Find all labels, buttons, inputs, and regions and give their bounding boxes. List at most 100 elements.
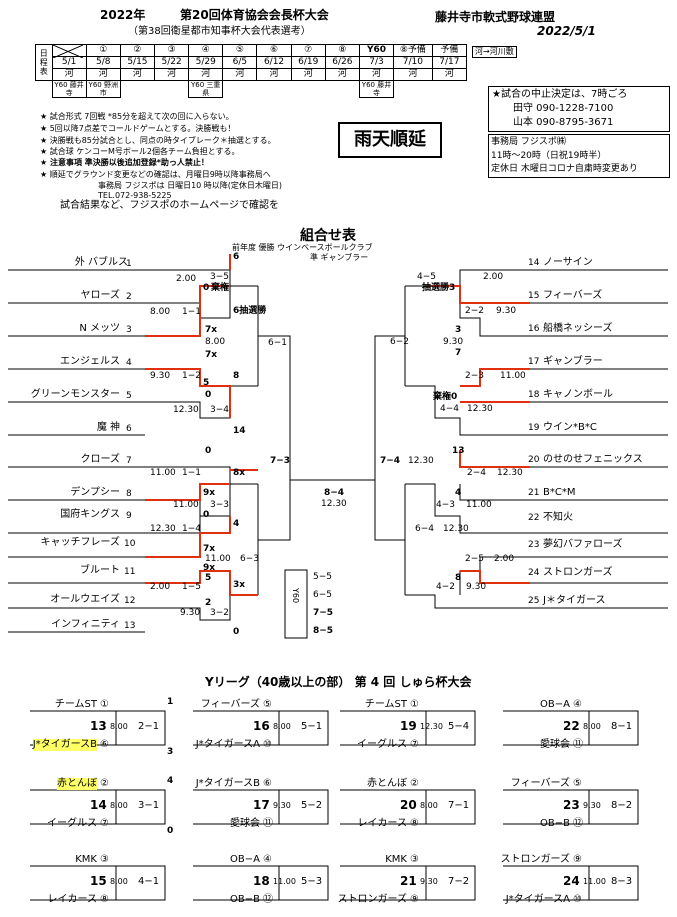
lbl-b5x: 3x — [233, 580, 246, 590]
page-subtitle: （第38回衛星都市知事杯大会代表選考） — [128, 26, 311, 37]
yleague-game-no: 19 — [400, 719, 417, 733]
schedule-crossed — [51, 44, 87, 58]
yleague-game-no: 18 — [253, 874, 270, 888]
yleague-team2: 愛球会 — [230, 818, 260, 829]
lbl-b4: 11.00 — [205, 554, 231, 564]
yleague-code2: ⑨ — [410, 894, 419, 905]
yleague-code2: ⑧ — [410, 818, 419, 829]
lbl-b3s: 1−4 — [182, 524, 201, 534]
lbl-r3: 2−3 — [465, 371, 484, 381]
yleague-team1: ストロンガーズ — [500, 854, 571, 865]
yleague-game-no: 13 — [90, 719, 107, 733]
yleague-code1: ① — [100, 699, 109, 710]
lbl-b6: 9.30 — [180, 608, 201, 618]
office-box: 事務局 フジスポ㈱ 11時〜20時（日祝19時半） 定休日 木曜日コロナ自粛時変… — [488, 134, 670, 178]
note-7: 事務局 フジスポは 日曜日10 時以降(定休日木曜日) — [98, 181, 283, 190]
lbl-r4v: 4−3 — [436, 500, 455, 510]
lbl-a3: 8.00 — [205, 337, 226, 347]
yleague-team2: 愛球会 — [540, 739, 570, 750]
team-21: B*C*M — [543, 487, 576, 498]
lbl-a1k: 棄権 — [211, 283, 230, 293]
lbl-r1t2: 9.30 — [496, 306, 517, 316]
yleague-time: 8.00 — [273, 722, 291, 731]
note-3: ★ 決勝戦も85分試合とし、同点の時タイブレーク＊抽選とする。 — [40, 136, 276, 145]
lbl-semi-right-time: 12.30 — [408, 456, 434, 466]
lbl-r2w: 3 — [455, 325, 462, 335]
date: 2022/5/1 — [537, 24, 596, 38]
yleague-score: 2−1 — [138, 721, 160, 732]
lbl-a1: 2.00 — [176, 274, 197, 284]
lbl-b2v: 0 — [203, 510, 210, 520]
team-22-no: 22 — [528, 513, 540, 523]
lbl-a2t: 6抽選勝 — [233, 306, 267, 316]
team-15: フィーバーズ — [543, 290, 603, 301]
lbl-b1: 11.00 — [150, 468, 176, 478]
team-18: キャノンボール — [543, 389, 613, 400]
team-17: ギャンブラー — [543, 356, 603, 367]
lbl-semi-right: 7−4 — [380, 456, 401, 466]
rain-postponed: 雨天順延 — [338, 122, 442, 158]
yleague-time: 8.00 — [583, 722, 601, 731]
yleague-code2: ⑪ — [263, 818, 273, 829]
page-title: 第20回体育協会会長杯大会 — [180, 8, 329, 22]
yleague-score: 3−1 — [138, 800, 160, 811]
lbl-b4w: 9x — [203, 563, 216, 573]
team-20-no: 20 — [528, 455, 540, 465]
team-22: 不知火 — [543, 512, 573, 523]
venue-6: 河 — [256, 68, 292, 81]
y60-cell-10: Y60 藤井寺 — [358, 80, 395, 98]
lbl-r4t2: 11.00 — [466, 500, 492, 510]
yleague-team2: ストロンガーズ — [337, 894, 408, 905]
lbl-a5: 12.30 — [173, 405, 199, 415]
team-5-no: 5 — [126, 391, 132, 401]
team-13-no: 13 — [124, 621, 136, 631]
lbl-r5: 6−4 — [415, 524, 434, 534]
yleague-game-no: 15 — [90, 874, 107, 888]
lbl-a2: 8.00 — [150, 307, 171, 317]
lbl-b1s: 1−1 — [182, 468, 201, 478]
lbl-b5s: 1−5 — [182, 582, 201, 592]
lbl-a1v: 0 — [203, 283, 210, 293]
y60-cell-2: Y60 野洲市 — [85, 80, 121, 98]
lbl-semi-left: 7−3 — [270, 456, 291, 466]
lbl-r1t: 2.00 — [483, 272, 504, 282]
yleague-team2: OB−B — [230, 894, 260, 905]
prev-champion: 前年度 優勝 ウインベースボールクラブ — [232, 243, 373, 252]
yleague-score: 8−2 — [611, 800, 633, 811]
yleague-team1: OB−A — [230, 854, 260, 865]
yleague-team1: KMK — [75, 854, 97, 865]
team-6-no: 6 — [126, 424, 132, 434]
lbl-r5t2: 2.00 — [494, 554, 515, 564]
lbl-b4s: 6−3 — [240, 554, 259, 564]
team-3-no: 3 — [126, 325, 132, 335]
lbl-r4t: 12.30 — [497, 468, 523, 478]
y60-cell-5: Y60 三重県 — [188, 80, 224, 98]
lbl-final: 8−4 — [324, 488, 345, 498]
yleague-score: 5−4 — [448, 721, 470, 732]
yleague-score: 5−3 — [301, 876, 323, 887]
team-10-no: 10 — [124, 539, 136, 549]
lbl-b3w: 4 — [233, 519, 240, 529]
yleague-time: 8.00 — [110, 877, 128, 886]
yleague-score: 8−1 — [611, 721, 633, 732]
lbl-r1: 4−5 — [417, 272, 436, 282]
venue-2: 河 — [119, 68, 156, 81]
yleague-game-no: 22 — [563, 719, 580, 733]
yleague-team1: チームST — [364, 699, 407, 710]
yleague-game-no: 23 — [563, 798, 580, 812]
lbl-r4: 13 — [452, 446, 465, 456]
yleague-code1: ⑤ — [263, 699, 272, 710]
prev-runnerup: 準 ギャンブラー — [310, 253, 369, 262]
yleague-score: 5−2 — [301, 800, 323, 811]
yleague-team2: J*タイガースA — [195, 739, 260, 750]
team-1: 外 バブルス — [74, 257, 128, 268]
team-2-no: 2 — [126, 292, 132, 302]
yleague-code1: ② — [410, 778, 419, 789]
yleague-code1: ③ — [410, 854, 419, 865]
